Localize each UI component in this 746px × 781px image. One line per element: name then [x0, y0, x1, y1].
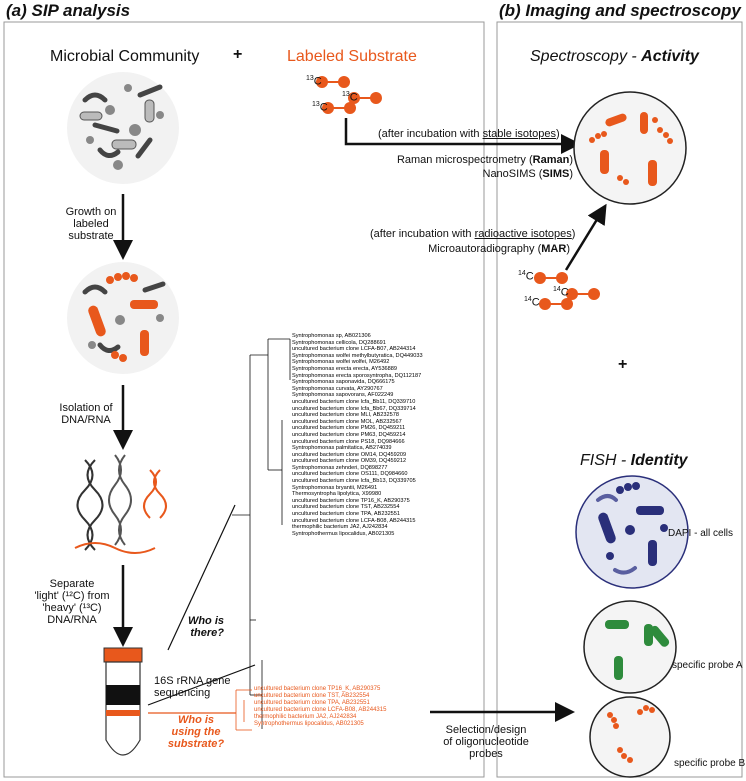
phylo-tree: [232, 338, 291, 729]
probe-b-label: specific probe B: [674, 758, 746, 769]
tree-label: uncultured bacterium clone TST, AB232554: [292, 504, 400, 511]
tree-label: Syntrophomonas saponavida, DQ666175: [292, 379, 395, 386]
tree-label: Syntrophomonas wolfei wolfei, M26492: [292, 359, 390, 366]
plus-sign-b: +: [618, 356, 628, 373]
fish-heading: FISH - Identity: [580, 452, 688, 469]
tree-label: uncultured bacterium clone lcfa_Bb11, DQ…: [292, 398, 416, 405]
c13-label-2: 13C: [342, 91, 358, 104]
orange-tree-labels: uncultured bacterium clone TP16_K, AB290…: [254, 686, 386, 728]
tree-label: Syntrophothermus lipocalidus, AB021305: [292, 530, 395, 537]
orange-tree-label: uncultured bacterium clone TST, AB232554: [254, 693, 370, 699]
tree-label: uncultured bacterium clone lcfa_Bb13, DQ…: [292, 478, 416, 485]
community-circle-1: [67, 72, 179, 184]
tree-label: Syntrophomonas erecta erecta, AY536889: [292, 365, 398, 372]
c13-label-1: 13C: [306, 75, 322, 88]
centrifuge-tube: [103, 647, 143, 756]
panel-b-title: (b) Imaging and spectroscopy: [499, 1, 741, 20]
c14-molecules: [534, 272, 600, 310]
tree-connector-1: [167, 504, 236, 651]
community-circle-2: [67, 262, 179, 374]
mar-label: Microautoradiography (MAR): [428, 243, 570, 255]
tree-label: Syntrophomonas palmitatica, AB274039: [292, 445, 392, 452]
spectroscopy-circle: [573, 91, 687, 205]
orange-tree-label: Syntrophothermus lipocalidus, AB021305: [254, 721, 364, 727]
tree-label: Syntrophomonas wolfei methylbutyratica, …: [292, 352, 423, 359]
orange-tree: [235, 689, 252, 731]
tree-label: uncultured bacterium clone MOL, AB232567: [292, 418, 402, 425]
panel-a-title: (a) SIP analysis: [6, 1, 131, 20]
dna-helices: [74, 454, 167, 554]
c14-label-3: 14C: [524, 296, 540, 309]
tree-label: uncultured bacterium clone OS111, DQ9846…: [292, 471, 408, 478]
dapi-circle: [575, 475, 689, 589]
panel-b-frame: [496, 21, 743, 778]
plus-sign: +: [233, 46, 243, 63]
tree-label: Thermosyntropha lipolytica, X99980: [292, 491, 382, 498]
tree-label: uncultured bacterium clone OM14, DQ45920…: [292, 451, 407, 458]
dapi-label: DAPI - all cells: [668, 528, 734, 539]
probe-b-circle: [589, 696, 671, 778]
panel-a-frame: [3, 21, 485, 778]
tree-label: uncultured bacterium clone LCFA-B07, AB2…: [292, 346, 416, 353]
tree-label: thermophilic bacterium JA2, AJ242834: [292, 524, 388, 531]
tree-label: uncultured bacterium clone PM63, DQ45921…: [292, 431, 406, 438]
c13-label-3: 13C: [312, 101, 328, 114]
tree-label: uncultured bacterium clone MLI, AB232578: [292, 412, 399, 419]
tree-label: Syntrophomonas zehnderi, DQ898277: [292, 464, 388, 471]
radio-note: (after incubation with radioactive isoto…: [370, 228, 576, 240]
c13-molecules: [316, 76, 382, 114]
c14-label-2: 14C: [553, 286, 569, 299]
tree-label: Syntrophomonas curvata, AY290767: [292, 385, 383, 392]
tree-label: Syntrophomonas bryantii, M26491: [292, 484, 378, 491]
stable-note: (after incubation with stable isotopes): [378, 128, 560, 140]
tree-label: uncultured bacterium clone OM39, DQ45921…: [292, 458, 407, 465]
tree-label: uncultured bacterium clone lcfa_Bb67, DQ…: [292, 405, 416, 412]
tree-label: uncultured bacterium clone PM26, DQ45921…: [292, 425, 406, 432]
orange-tree-label: thermophilic bacterium JA2, AJ242834: [254, 714, 357, 720]
c14-label-1: 14C: [518, 270, 534, 283]
tree-connector-2: [147, 664, 256, 706]
orange-tree-label: uncultured bacterium clone LCFA-B08, AB2…: [254, 707, 387, 713]
substrate-label: Labeled Substrate: [287, 48, 417, 65]
raman-label: Raman microspectrometry (Raman): [396, 154, 573, 166]
arrow-mar: [564, 203, 607, 271]
tree-label: uncultured bacterium clone PS18, DQ98466…: [292, 438, 405, 445]
probe-a-circle: [583, 600, 677, 694]
arrow-to-spectroscopy: [344, 118, 581, 154]
community-label: Microbial Community: [50, 48, 200, 65]
orange-tree-label: uncultured bacterium clone TP16_K, AB290…: [254, 686, 381, 692]
tree-label: uncultured bacterium clone LCFA-B08, AB2…: [292, 517, 416, 524]
spectroscopy-heading: Spectroscopy - Activity: [530, 48, 699, 65]
tree-label: Syntrophomonas sp, AB021306: [292, 333, 371, 339]
tree-label: uncultured bacterium clone TPA, AB232551: [292, 511, 401, 518]
tree-label: Syntrophomonas cellicola, DQ288691: [292, 339, 386, 346]
probe-a-label: specific probe A: [672, 660, 743, 671]
tree-label: Syntrophomonas sapovorans, AF022249: [292, 392, 394, 399]
tree-label: Syntrophomonas erecta sporosyntropha, DQ…: [292, 372, 422, 379]
sims-label: NanoSIMS (SIMS): [482, 168, 574, 180]
orange-tree-label: uncultured bacterium clone TPA, AB232551: [254, 700, 370, 706]
separate-label: Separate'light' (¹²C) from'heavy' (¹³C)D…: [34, 578, 110, 626]
tree-label: uncultured bacterium clone TP16_K, AB290…: [292, 497, 410, 504]
